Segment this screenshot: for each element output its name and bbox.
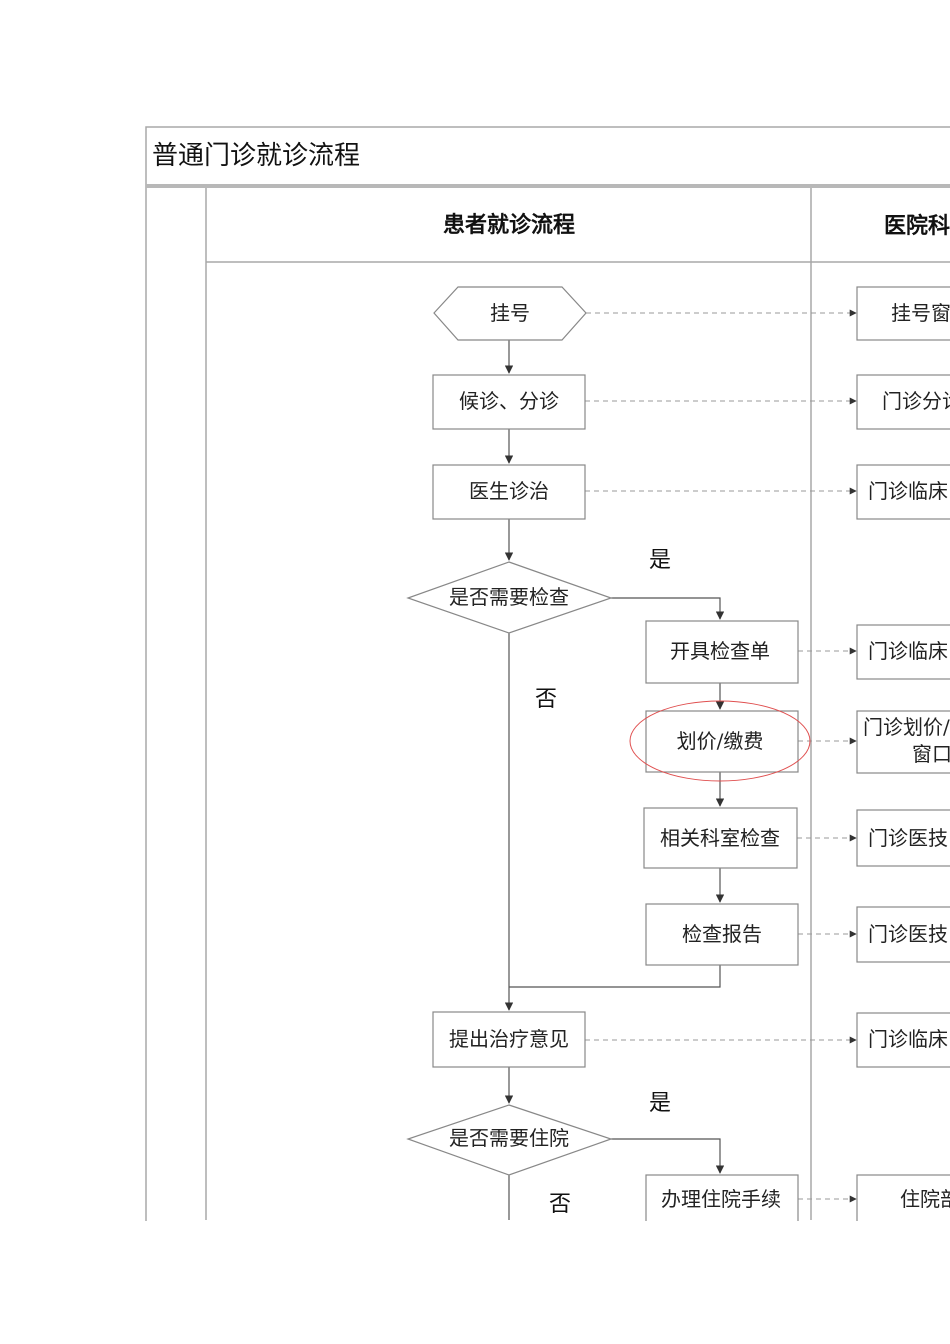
node-waiting	[432, 374, 586, 430]
hospital-node-triage	[856, 374, 950, 430]
edge-decision-yes-to-order	[611, 597, 725, 620]
column-header-patient: 患者就诊流程	[443, 212, 575, 238]
node-doctor	[432, 464, 586, 520]
node-register	[433, 286, 587, 341]
hospital-node-tech1	[856, 809, 950, 867]
hospital-node-register	[856, 286, 950, 341]
node-dept-exam-label: 相关科室检查	[660, 826, 780, 850]
hospital-node-clinic1	[856, 464, 950, 520]
highlight-ellipse	[629, 700, 811, 782]
hospital-clinic1-label: 门诊临床	[868, 479, 948, 503]
node-need-exam	[406, 561, 613, 634]
bottom-crop	[0, 1221, 950, 1344]
node-exam-report-label: 检查报告	[682, 922, 762, 946]
hospital-inpatient-label: 住院部	[900, 1187, 950, 1211]
flow-connectors	[504, 340, 725, 1220]
hospital-register-label: 挂号窗	[891, 301, 950, 325]
hospital-clinic2-label: 门诊临床	[868, 639, 948, 663]
branch-no-1: 否	[535, 687, 557, 712]
hospital-pricing-label-1: 门诊划价/	[863, 715, 950, 739]
node-doctor-label: 医生诊治	[469, 479, 549, 503]
node-admission-label: 办理住院手续	[661, 1187, 781, 1211]
hospital-tech1-label: 门诊医技	[868, 826, 948, 850]
hospital-clinic3-label: 门诊临床	[868, 1027, 948, 1051]
edge-report-to-treatment	[509, 965, 721, 988]
edge-decision2-yes-to-admission	[611, 1138, 725, 1174]
hospital-tech2-label: 门诊医技	[868, 922, 948, 946]
column-header-hospital: 医院科	[884, 213, 950, 239]
node-admission	[645, 1174, 799, 1231]
node-need-admit-label: 是否需要住院	[449, 1126, 569, 1150]
node-need-admit	[406, 1104, 613, 1176]
hospital-nodes	[856, 286, 950, 1231]
node-pricing-label: 划价/缴费	[677, 729, 764, 753]
node-waiting-label: 候诊、分诊	[459, 389, 559, 413]
node-exam-order-label: 开具检查单	[670, 639, 770, 663]
branch-yes-2: 是	[649, 1091, 671, 1116]
hospital-node-clinic2	[856, 624, 950, 680]
node-treatment-label: 提出治疗意见	[449, 1027, 569, 1051]
chart-title: 普通门诊就诊流程	[152, 141, 360, 171]
hospital-node-tech2	[856, 906, 950, 963]
hospital-triage-label: 门诊分诊	[882, 389, 950, 413]
lane-connectors	[585, 309, 857, 1203]
patient-nodes	[406, 286, 799, 1231]
hospital-node-clinic3	[856, 1012, 950, 1068]
node-exam-order	[645, 620, 799, 684]
branch-no-2: 否	[549, 1192, 571, 1217]
node-treatment	[432, 1011, 586, 1068]
branch-yes-1: 是	[649, 548, 671, 573]
node-pricing	[645, 710, 799, 773]
node-exam-report	[645, 903, 799, 966]
hospital-node-pricing	[856, 710, 950, 774]
node-register-label: 挂号	[490, 301, 530, 325]
hospital-pricing-label-2: 窗口	[912, 742, 950, 766]
node-dept-exam	[643, 807, 798, 869]
node-need-exam-label: 是否需要检查	[449, 585, 569, 609]
